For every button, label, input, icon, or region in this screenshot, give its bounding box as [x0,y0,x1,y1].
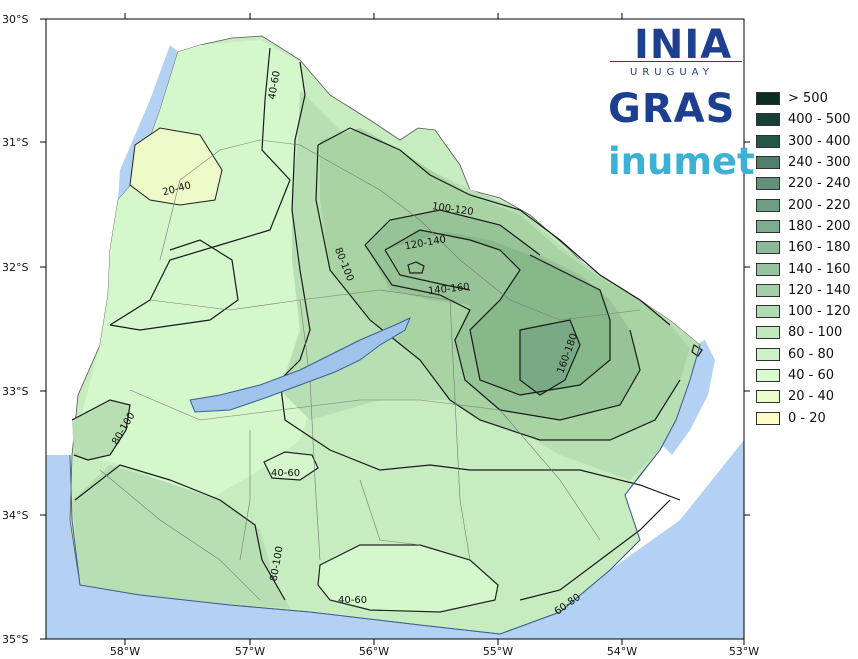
inia-uruguay-text: URUGUAY [630,67,714,78]
legend-label: 60 - 80 [788,346,835,362]
legend-item: 400 - 500 [756,109,856,130]
coast-outline [69,344,701,635]
lat-label: 30°S [2,13,29,26]
legend-label: 240 - 300 [788,155,851,171]
legend-label: 220 - 240 [788,176,851,192]
legend-label: 160 - 180 [788,240,851,256]
legend-swatch [756,411,780,425]
legend-item: 20 - 40 [756,386,856,407]
legend-label: 300 - 400 [788,133,851,149]
lat-label: 34°S [2,509,29,522]
lon-label: 54°W [606,645,638,658]
legend-item: 40 - 60 [756,365,856,386]
lat-label: 32°S [2,261,29,274]
lat-label: 33°S [2,385,29,398]
legend-item: 100 - 120 [756,301,856,322]
legend-label: 20 - 40 [788,389,835,405]
legend-item: 200 - 220 [756,194,856,215]
legend-swatch [756,283,780,297]
legend-item: 180 - 200 [756,216,856,237]
legend-item: 160 - 180 [756,237,856,258]
legend-swatch [756,347,780,361]
legend-label: 200 - 220 [788,197,851,213]
lat-label: 31°S [2,136,29,149]
legend-swatch [756,198,780,212]
legend-label: 120 - 140 [788,282,851,298]
legend-item: 240 - 300 [756,152,856,173]
legend-label: 180 - 200 [788,218,851,234]
contour-label: 140-160 [427,282,470,297]
legend-item: 300 - 400 [756,131,856,152]
inia-logo: INIA [634,22,733,68]
legend-swatch [756,219,780,233]
legend-label: 140 - 160 [788,261,851,277]
lon-label: 57°W [234,645,266,658]
lon-label: 58°W [109,645,141,658]
legend-swatch [756,241,780,255]
legend-label: 0 - 20 [788,410,826,426]
legend-swatch [756,305,780,319]
legend-swatch [756,369,780,382]
legend-item: 0 - 20 [756,407,856,428]
legend-item: 140 - 160 [756,258,856,279]
ocean [46,440,744,639]
graticule-ticks [40,13,750,645]
contour-zones [72,40,700,613]
legend-swatch [756,326,780,340]
contour-label: 40-60 [267,70,283,101]
legend-item: > 500 [756,88,856,109]
lat-label: 35°S [2,633,29,646]
legend-label: 40 - 60 [788,368,835,383]
contour-lines [71,47,703,601]
contour-label: 40-60 [271,468,300,479]
legend-item: 60 - 80 [756,344,856,365]
legend-label: 80 - 100 [788,325,843,341]
legend-swatch [756,390,780,404]
legend-item: 120 - 140 [756,280,856,301]
map-neatline [45,18,745,640]
rio-negro-reservoir [189,317,411,413]
legend-label: 100 - 120 [788,304,851,320]
gras-logo: GRAS [608,86,736,132]
lon-label: 55°W [482,645,514,658]
legend-swatch [756,262,780,276]
legend-label: 400 - 500 [788,112,851,128]
legend-swatch [756,134,780,148]
legend-item: 220 - 240 [756,173,856,194]
inumet-logo: inumet [608,140,755,183]
legend-label: > 500 [788,91,828,107]
legend-swatch [756,156,780,170]
logo-block: INIA URUGUAY GRAS inumet [606,18,755,186]
department-borders [99,139,641,601]
legend-item: 80 - 100 [756,322,856,343]
legend-swatch [756,177,780,191]
laguna-merin [662,340,715,455]
legend: > 500 400 - 500 300 - 400 240 - 300 220 - 24… [756,88,856,429]
inia-logo-rule [610,61,742,62]
lon-label: 56°W [358,645,390,658]
contour-label: 40-60 [338,595,367,606]
legend-swatch [756,113,780,127]
legend-swatch [756,92,780,106]
lon-label: 53°W [728,645,760,658]
